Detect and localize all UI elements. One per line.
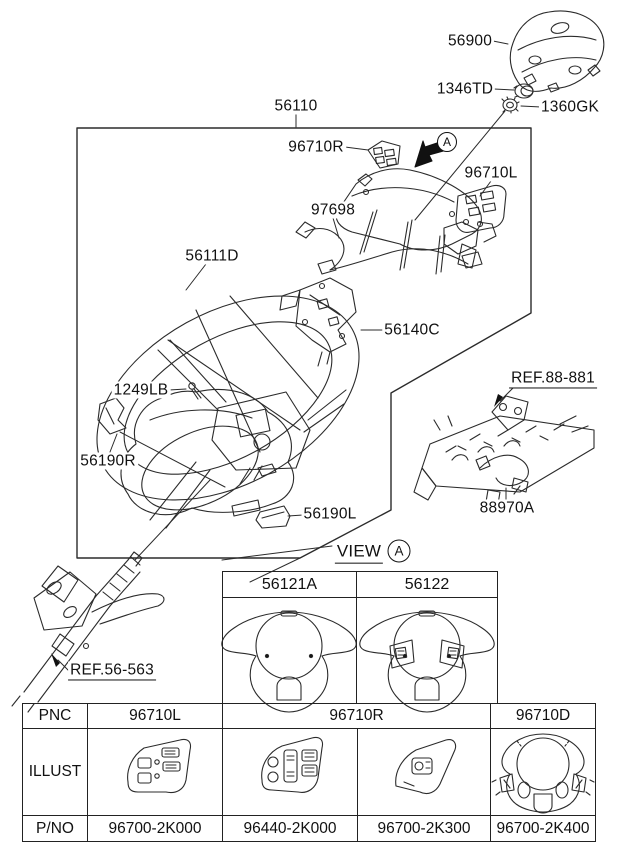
leader-arrowheads xyxy=(51,394,503,667)
main-box-outline xyxy=(76,127,532,559)
view-title: VIEW xyxy=(334,542,384,564)
pno-1: 96700-2K000 xyxy=(88,816,223,841)
label-airbag-module: 56900 xyxy=(445,32,495,50)
switch-right-drawing xyxy=(367,140,401,169)
pno-row-label: P/NO xyxy=(23,816,88,841)
label-switch-left: 96710L xyxy=(462,164,520,182)
pno-2: 96440-2K000 xyxy=(223,816,358,841)
pno-3: 96700-2K300 xyxy=(358,816,491,841)
wheel-cover-plain-drawing xyxy=(221,610,357,713)
label-grommet: 1360GK xyxy=(538,98,602,116)
lower-cover-drawing xyxy=(120,388,295,517)
illust-96440-2K000 xyxy=(261,736,324,793)
illust-cell-4 xyxy=(491,729,595,816)
pno-4: 96700-2K400 xyxy=(496,819,590,837)
pnc-96710L: 96710L xyxy=(88,704,223,729)
label-cover-left: 56190L xyxy=(301,505,359,523)
steering-column-drawing xyxy=(11,551,165,713)
nut-drawing xyxy=(513,83,534,99)
wheel-cover-switch-drawing xyxy=(359,610,495,713)
variant-header-left: 56121A xyxy=(223,572,357,598)
cover-left-drawing xyxy=(255,505,291,529)
label-steering-wheel-assy: 56110 xyxy=(272,97,320,115)
direction-marker-circle: A xyxy=(437,132,457,152)
parts-table: PNC 96710L 96710R 96710D ILLUST P/NO 967… xyxy=(22,703,596,842)
illust-row-label: ILLUST xyxy=(23,729,88,816)
remote-bracket-drawing xyxy=(279,277,357,367)
illust-cell-1 xyxy=(88,729,223,816)
variant-cell-left xyxy=(223,598,357,703)
cover-right-drawing xyxy=(97,397,127,435)
crash-pad-bracket-drawing xyxy=(413,395,595,505)
pnc-row-label: PNC xyxy=(23,704,88,729)
label-wheel-body: 56111D xyxy=(183,247,241,265)
label-remote-bracket: 56140C xyxy=(382,321,442,339)
label-extension-wire: 88970A xyxy=(477,499,537,517)
switch-left-drawing xyxy=(455,184,507,233)
extension-wire-drawing xyxy=(475,454,529,495)
variant-header-right: 56122 xyxy=(357,572,497,598)
view-marker-circle: A xyxy=(387,539,411,563)
airbag-module-drawing xyxy=(509,10,605,93)
pnc-96710R: 96710R xyxy=(223,704,491,729)
label-switch-right: 96710R xyxy=(286,138,346,156)
label-lock-nut: 1346TD xyxy=(434,80,496,98)
label-screw: 1249LB xyxy=(111,381,171,399)
illust-96700-2K400 xyxy=(491,733,595,814)
label-ref-crash-pad: REF.88-881 xyxy=(509,369,597,389)
illust-cell-3 xyxy=(358,729,491,816)
grommet-drawing xyxy=(501,96,520,114)
variant-cell-right xyxy=(357,598,497,703)
horn-plate-drawing xyxy=(335,168,497,275)
view-variants-table: 56121A 56122 xyxy=(222,571,498,704)
illust-96700-2K000 xyxy=(127,738,192,794)
illust-96700-2K300 xyxy=(395,739,457,795)
label-cover-right: 56190R xyxy=(78,452,138,470)
label-ref-column: REF.56-563 xyxy=(68,661,156,681)
pnc-96710D: 96710D xyxy=(491,704,595,729)
label-clock-spring: 97698 xyxy=(308,201,358,219)
illust-cell-2 xyxy=(223,729,358,816)
clock-spring-wire-drawing xyxy=(295,221,483,275)
